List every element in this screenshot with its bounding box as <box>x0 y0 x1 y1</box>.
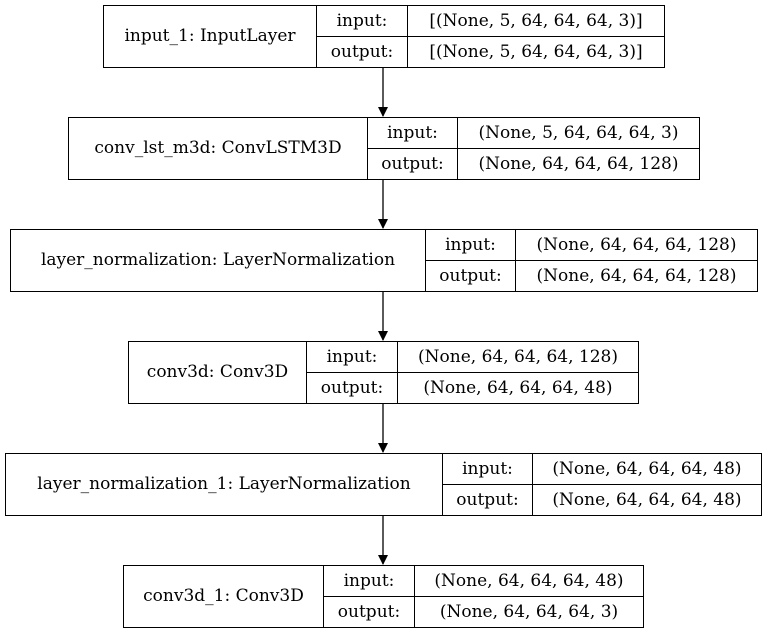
io-shapes: (None, 64, 64, 64, 48) (None, 64, 64, 64… <box>533 454 761 515</box>
layer-name: conv3d: Conv3D <box>129 342 307 403</box>
layer-node-layer-normalization-1: layer_normalization_1: LayerNormalizatio… <box>5 453 762 516</box>
io-shapes: (None, 64, 64, 64, 48) (None, 64, 64, 64… <box>415 566 643 627</box>
output-label: output: <box>337 601 401 622</box>
input-shape: [(None, 5, 64, 64, 64, 3)] <box>408 6 664 37</box>
layer-node-layer-normalization: layer_normalization: LayerNormalization … <box>10 229 758 292</box>
layer-node-input-1: input_1: InputLayer input: output: [(Non… <box>103 5 665 68</box>
input-shape: (None, 64, 64, 64, 48) <box>415 566 643 597</box>
input-label: input: <box>324 566 414 597</box>
output-label: output: <box>330 41 394 62</box>
layer-node-conv3d: conv3d: Conv3D input: output: (None, 64,… <box>128 341 639 404</box>
output-label: output: <box>439 265 502 286</box>
layer-node-conv3d-1: conv3d_1: Conv3D input: output: (None, 6… <box>123 565 644 628</box>
io-shapes: (None, 64, 64, 64, 128) (None, 64, 64, 6… <box>516 230 757 291</box>
output-label: output: <box>381 153 444 174</box>
layer-name: conv_lst_m3d: ConvLSTM3D <box>69 118 368 179</box>
output-shape: (None, 64, 64, 64, 48) <box>423 377 613 398</box>
io-labels: input: output: <box>324 566 415 627</box>
io-labels: input: output: <box>426 230 516 291</box>
input-label: input: <box>426 230 515 261</box>
input-label: input: <box>368 118 457 149</box>
input-shape: (None, 64, 64, 64, 128) <box>398 342 638 373</box>
output-shape: (None, 64, 64, 64, 128) <box>536 265 737 286</box>
output-label: output: <box>320 377 384 398</box>
input-label: input: <box>307 342 397 373</box>
layer-node-conv-lst-m3d: conv_lst_m3d: ConvLSTM3D input: output: … <box>68 117 700 180</box>
io-shapes: (None, 64, 64, 64, 128) (None, 64, 64, 6… <box>398 342 638 403</box>
output-shape: (None, 64, 64, 64, 48) <box>552 489 742 510</box>
output-shape: (None, 64, 64, 64, 3) <box>439 601 619 622</box>
layer-name: conv3d_1: Conv3D <box>124 566 324 627</box>
layer-name: layer_normalization_1: LayerNormalizatio… <box>6 454 443 515</box>
output-label: output: <box>456 489 519 510</box>
input-label: input: <box>317 6 407 37</box>
input-shape: (None, 64, 64, 64, 48) <box>533 454 761 485</box>
io-labels: input: output: <box>307 342 398 403</box>
input-shape: (None, 5, 64, 64, 64, 3) <box>458 118 699 149</box>
output-shape: [(None, 5, 64, 64, 64, 3)] <box>429 41 643 62</box>
io-labels: input: output: <box>443 454 533 515</box>
io-labels: input: output: <box>317 6 408 67</box>
layer-name: input_1: InputLayer <box>104 6 317 67</box>
io-shapes: [(None, 5, 64, 64, 64, 3)] [(None, 5, 64… <box>408 6 664 67</box>
io-labels: input: output: <box>368 118 458 179</box>
input-label: input: <box>443 454 532 485</box>
output-shape: (None, 64, 64, 64, 128) <box>478 153 679 174</box>
input-shape: (None, 64, 64, 64, 128) <box>516 230 757 261</box>
io-shapes: (None, 5, 64, 64, 64, 3) (None, 64, 64, … <box>458 118 699 179</box>
layer-name: layer_normalization: LayerNormalization <box>11 230 426 291</box>
